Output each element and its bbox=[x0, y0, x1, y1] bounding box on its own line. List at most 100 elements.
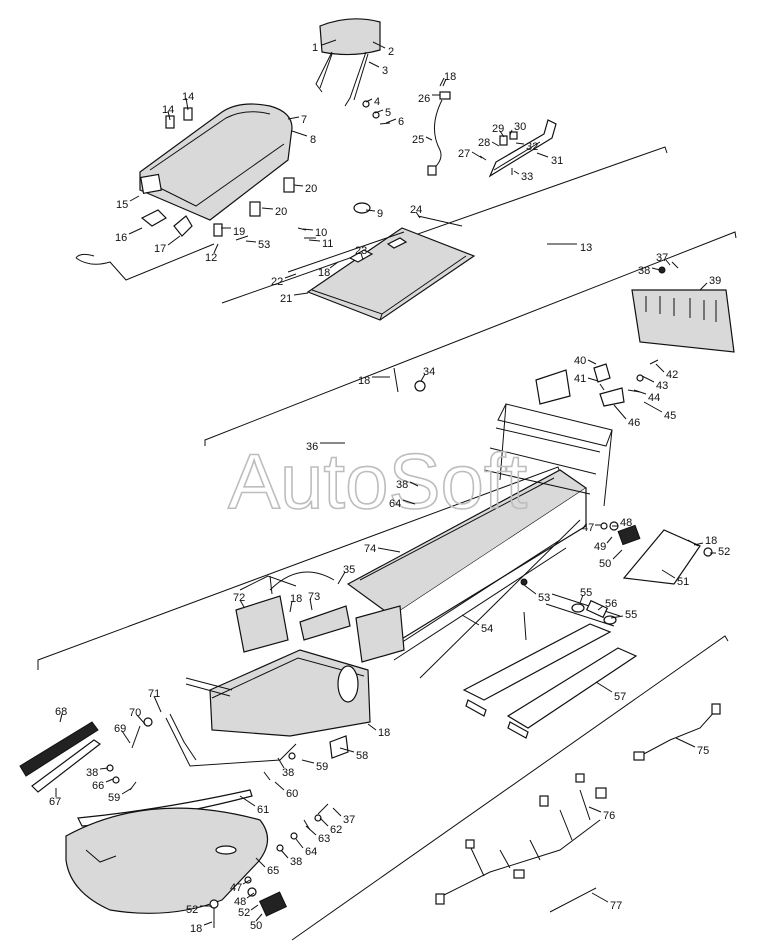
callout-52a: 52 bbox=[718, 546, 730, 558]
callout-leader-47b bbox=[242, 879, 251, 885]
callout-leader-27 bbox=[471, 151, 483, 159]
callout-64a: 64 bbox=[389, 498, 401, 510]
hood-hardware bbox=[209, 803, 329, 928]
callout-55a: 55 bbox=[580, 587, 592, 599]
callout-20b: 20 bbox=[275, 206, 287, 218]
callout-58: 58 bbox=[356, 750, 368, 762]
callout-leader-32 bbox=[515, 142, 525, 145]
callout-32: 32 bbox=[526, 141, 538, 153]
callout-leader-5 bbox=[374, 109, 384, 114]
callout-leader-31 bbox=[536, 152, 549, 158]
callout-leader-6 bbox=[385, 118, 397, 124]
callout-7: 7 bbox=[301, 114, 307, 126]
callout-34: 34 bbox=[423, 366, 435, 378]
callout-43: 43 bbox=[656, 380, 668, 392]
callout-leader-62 bbox=[319, 817, 329, 827]
callout-75: 75 bbox=[697, 745, 709, 757]
callout-18g: 18 bbox=[190, 923, 202, 935]
callout-leader-63 bbox=[305, 825, 317, 836]
callout-leader-45 bbox=[643, 401, 663, 413]
callout-77: 77 bbox=[610, 900, 622, 912]
callout-39: 39 bbox=[709, 275, 721, 287]
callout-leader-46 bbox=[613, 404, 627, 420]
callout-leader-51 bbox=[661, 569, 676, 579]
callout-18c: 18 bbox=[358, 375, 370, 387]
callout-leader-64a bbox=[402, 499, 416, 505]
callout-74: 74 bbox=[364, 543, 376, 555]
callout-33: 33 bbox=[521, 171, 533, 183]
callout-leader-15 bbox=[129, 195, 140, 202]
callout-6: 6 bbox=[398, 116, 404, 128]
callout-61: 61 bbox=[257, 804, 269, 816]
callout-leader-49 bbox=[606, 536, 613, 544]
callout-leader-3 bbox=[368, 61, 380, 68]
callout-leader-1 bbox=[321, 39, 337, 46]
callout-35: 35 bbox=[343, 564, 355, 576]
callout-leader-69 bbox=[121, 730, 131, 744]
callout-leader-55a bbox=[579, 594, 584, 604]
callout-73: 73 bbox=[308, 591, 320, 603]
backrest-assembly bbox=[315, 18, 381, 107]
callout-leader-23 bbox=[360, 252, 364, 261]
callout-40: 40 bbox=[574, 355, 586, 367]
callout-leader-10 bbox=[302, 228, 314, 231]
callout-leader-18f bbox=[367, 723, 377, 731]
callout-9: 9 bbox=[377, 208, 383, 220]
callout-leader-54 bbox=[461, 614, 480, 626]
chassis-frame bbox=[185, 369, 613, 737]
callout-leader-59a bbox=[301, 759, 315, 764]
callout-60: 60 bbox=[286, 788, 298, 800]
seat-assembly bbox=[75, 103, 295, 281]
mud-flap bbox=[631, 261, 735, 353]
heat-exchangers bbox=[462, 578, 638, 739]
callout-leader-53a bbox=[245, 240, 257, 243]
callout-65: 65 bbox=[267, 865, 279, 877]
callout-leader-61 bbox=[239, 795, 256, 807]
callout-59a: 59 bbox=[316, 761, 328, 773]
callout-54: 54 bbox=[481, 623, 493, 635]
storage-tray bbox=[287, 202, 476, 321]
callout-57: 57 bbox=[614, 691, 626, 703]
callout-68: 68 bbox=[55, 706, 67, 718]
callout-21: 21 bbox=[280, 293, 292, 305]
callout-29: 29 bbox=[492, 123, 504, 135]
callout-leader-65 bbox=[255, 857, 266, 868]
callout-leader-44 bbox=[633, 389, 647, 395]
callout-14b: 14 bbox=[162, 104, 174, 116]
watermark-text: AutoSoft bbox=[228, 437, 528, 525]
callout-leader-35 bbox=[337, 571, 346, 585]
callout-37a: 37 bbox=[656, 252, 668, 264]
callout-14a: 14 bbox=[182, 91, 194, 103]
callout-71: 71 bbox=[148, 688, 160, 700]
callout-20a: 20 bbox=[305, 183, 317, 195]
callout-leader-18d bbox=[693, 542, 704, 546]
callout-leader-16 bbox=[128, 227, 143, 235]
callout-12: 12 bbox=[205, 252, 217, 264]
callout-2: 2 bbox=[388, 46, 394, 58]
callout-leader-43 bbox=[641, 375, 655, 383]
callout-18a: 18 bbox=[444, 71, 456, 83]
callout-leader-38c bbox=[99, 767, 109, 770]
callout-leader-9 bbox=[365, 209, 376, 212]
callout-leader-68 bbox=[59, 713, 63, 723]
callout-leader-40 bbox=[587, 359, 597, 365]
callout-leader-39 bbox=[699, 282, 708, 291]
callout-leader-20b bbox=[261, 207, 274, 210]
callout-leader-30 bbox=[509, 129, 513, 136]
callout-leader-72 bbox=[239, 599, 245, 608]
callout-16: 16 bbox=[115, 232, 127, 244]
callout-69: 69 bbox=[114, 723, 126, 735]
callout-leader-71 bbox=[153, 695, 162, 713]
callout-leader-60 bbox=[274, 781, 285, 791]
callout-leader-52c bbox=[250, 904, 259, 911]
callout-55b: 55 bbox=[625, 609, 637, 621]
callout-leader-29 bbox=[499, 130, 505, 138]
callout-25: 25 bbox=[412, 134, 424, 146]
callout-1: 1 bbox=[312, 42, 318, 54]
callout-11: 11 bbox=[322, 238, 333, 250]
callout-leader-22 bbox=[284, 273, 297, 279]
hood-and-trim bbox=[65, 789, 269, 914]
callout-27: 27 bbox=[458, 148, 470, 160]
callout-leader-41 bbox=[587, 377, 599, 382]
